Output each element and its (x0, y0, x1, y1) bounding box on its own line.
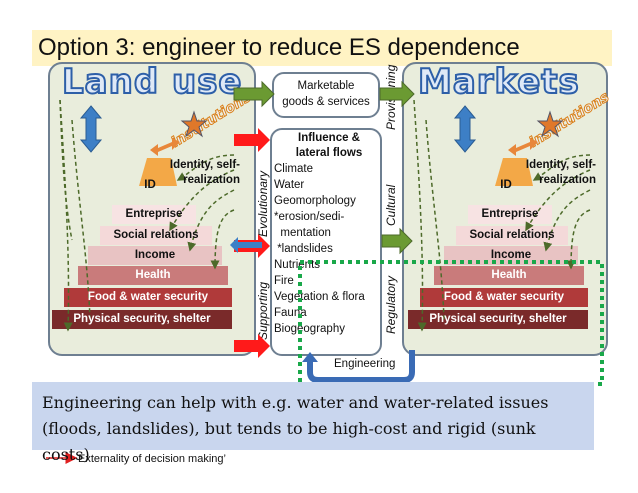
lateral-flows-heading: Influence & lateral flows (295, 132, 363, 159)
right-tier-food: Food & water security (443, 291, 565, 303)
markets-heading: Markets (417, 61, 580, 103)
engineering-label: Engineering (334, 358, 396, 370)
right-star (536, 110, 564, 138)
flow-item: Geomorphology (274, 195, 356, 207)
left-id-triangle (139, 158, 177, 186)
right-dashed-links (413, 99, 591, 332)
highlight-dotted-box (298, 260, 604, 386)
left-tier-food: Food & water security (87, 291, 209, 303)
legend-label: Externality of decision making’ (78, 453, 226, 465)
flow-item: *landslides (274, 243, 333, 255)
right-tier-box (434, 266, 584, 285)
flow-item: Fire (274, 275, 294, 287)
marketable-in-arrow (233, 80, 275, 108)
left-tier-health: Health (135, 269, 171, 281)
flow-item: Biogeography (274, 323, 345, 335)
engineering-label-bg (330, 356, 404, 372)
left-dashed-links (59, 99, 235, 332)
right-orange-arrow (508, 138, 538, 156)
left-tier-box (64, 288, 232, 307)
left-orange-arrow (150, 138, 180, 156)
flows-out-arrow (381, 227, 413, 255)
right-tier-income: Income (490, 249, 532, 261)
left-id-label: ID (144, 179, 156, 191)
left-tier-box (78, 266, 228, 285)
flow-item: Climate (274, 163, 313, 175)
right-identity-label: Identity, self- realization (525, 159, 596, 186)
right-id-triangle (495, 158, 533, 186)
marketable-out-arrow (379, 80, 415, 108)
land-use-heading: Land use (61, 61, 243, 103)
left-tier-box (112, 205, 196, 224)
red-arrow-bottom (234, 334, 270, 358)
left-tier-box (52, 310, 232, 329)
flow-item: Vegetation & flora (274, 291, 365, 303)
flow-item: *erosion/sedi- (274, 211, 345, 223)
left-tier-shelter: Physical security, shelter (73, 313, 211, 325)
left-star (180, 110, 208, 138)
right-tier-entreprise: Entreprise (481, 208, 539, 220)
left-identity-label: Identity, self- realization (169, 159, 240, 186)
left-updown-arrow (79, 105, 103, 153)
green-arrows (233, 80, 415, 255)
right-tier-box (408, 310, 588, 329)
right-id-label: ID (500, 179, 512, 191)
engineering-arrow (307, 350, 415, 383)
right-updown-arrow (453, 105, 477, 153)
right-tier-box (420, 288, 588, 307)
right-tier-box (468, 205, 552, 224)
lateral-flows-box (270, 128, 382, 356)
flow-item: mentation (274, 227, 331, 239)
red-arrow-top (234, 128, 270, 152)
flow-item: Water (274, 179, 305, 191)
blue-return-arrow (230, 237, 262, 253)
right-tier-health: Health (491, 269, 527, 281)
right-tier-shelter: Physical security, shelter (429, 313, 567, 325)
right-tier-box (456, 226, 568, 245)
right-tier-social: Social relations (469, 229, 555, 241)
engineering-note: Engineering can help with e.g. water and… (32, 382, 594, 464)
left-tier-income: Income (134, 249, 176, 261)
marketable-label: Marketable goods & services (282, 80, 370, 108)
left-tier-social: Social relations (113, 229, 199, 241)
left-tier-entreprise: Entreprise (125, 208, 183, 220)
slide-title: Option 3: engineer to reduce ES dependen… (32, 30, 612, 66)
left-tier-box (100, 226, 212, 245)
